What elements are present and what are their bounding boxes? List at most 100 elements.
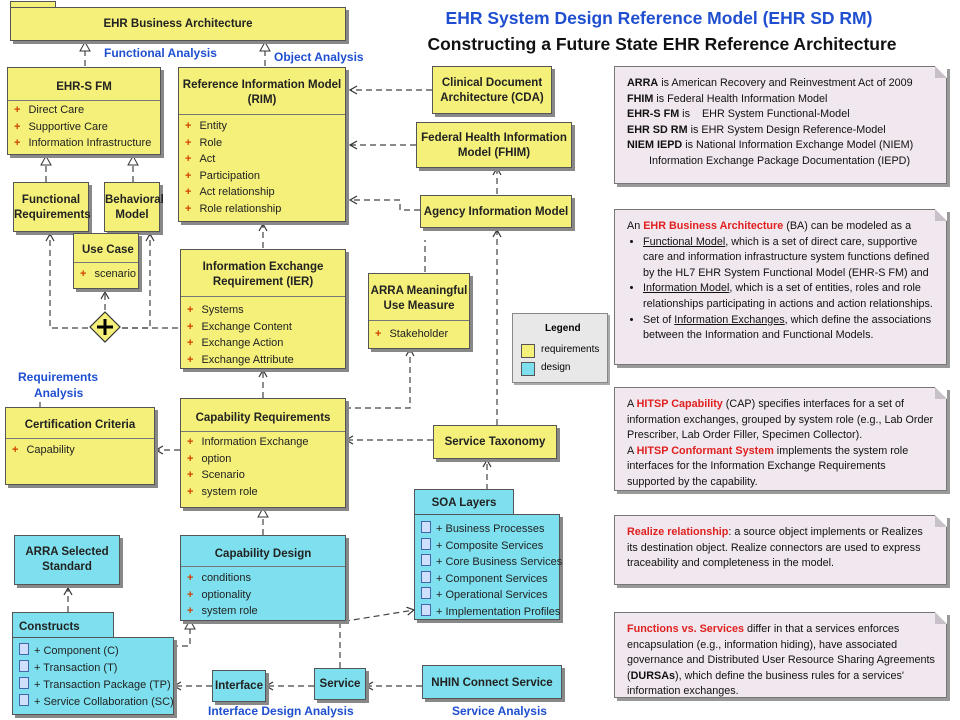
- attribute: Direct Care: [28, 104, 85, 116]
- ier-box[interactable]: Information Exchange Requirement (IER) +…: [180, 249, 346, 369]
- attribute-list: +Information Exchange +option +Scenario …: [187, 436, 309, 498]
- note-text: ), which define the business rules for a…: [627, 669, 904, 698]
- attribute: system role: [201, 485, 258, 498]
- use-case-box[interactable]: Use Case +scenario: [73, 233, 139, 289]
- acronym-term: EHR SD RM: [627, 123, 688, 136]
- attribute: system role: [201, 605, 258, 617]
- certification-criteria-box[interactable]: Certification Criteria +Capability: [5, 407, 155, 485]
- divider: [369, 320, 469, 321]
- divider: [6, 438, 154, 439]
- box-title: NHIN Connect Service: [431, 677, 553, 689]
- constructs-package-tab: Constructs: [12, 612, 114, 638]
- service-taxonomy-box[interactable]: Service Taxonomy: [433, 425, 557, 459]
- box-title: Information Exchange: [202, 261, 324, 273]
- note-bullets: Functional Model, which is a set of dire…: [627, 235, 936, 344]
- functional-requirements-box[interactable]: Functional Requirements: [13, 182, 91, 232]
- note-highlight: HITSP Conformant System: [636, 444, 774, 457]
- soa-item: + Composite Services: [436, 539, 544, 552]
- note-text: A: [627, 398, 637, 410]
- service-icon: [421, 587, 431, 599]
- arra-meaningful-use-box[interactable]: ARRA Meaningful Use Measure +Stakeholder: [368, 273, 470, 349]
- note-text: , which is a set of direct care, support…: [643, 235, 930, 279]
- interface-box[interactable]: Interface: [212, 670, 266, 702]
- edge-label-service-analysis: Service Analysis: [452, 704, 547, 718]
- attribute: conditions: [201, 572, 251, 584]
- diagram-subtitle: Constructing a Future State EHR Referenc…: [427, 34, 897, 54]
- construct-icon: [19, 643, 29, 655]
- diagram-title: EHR System Design Reference Model (EHR S…: [445, 8, 873, 28]
- attribute: Role: [199, 136, 223, 149]
- acronym-text: is EHR System Design Reference-Model: [687, 123, 886, 136]
- constructs-box[interactable]: + Component (C) + Transaction (T) + Tran…: [12, 637, 174, 715]
- note-bold: DURSAs: [630, 669, 676, 682]
- edge-label-interface-design-analysis: Interface Design Analysis: [208, 704, 354, 718]
- rim-box[interactable]: Reference Information Model (RIM) +Entit…: [178, 67, 346, 222]
- box-title: Clinical Document: [441, 77, 543, 89]
- legend: Legend requirements design: [512, 313, 608, 383]
- note-underline: Information Model: [643, 282, 730, 295]
- soa-package-tab: SOA Layers: [414, 489, 514, 515]
- box-title: Use Measure: [383, 300, 455, 312]
- box-title: Capability Requirements: [195, 412, 331, 424]
- agency-information-model-box[interactable]: Agency Information Model: [420, 195, 572, 228]
- box-title: Model (FHIM): [457, 147, 531, 159]
- note-fold: [935, 387, 947, 399]
- soa-layers-box[interactable]: + Business Processes + Composite Service…: [414, 514, 563, 620]
- fhim-box[interactable]: Federal Health Information Model (FHIM): [416, 122, 572, 168]
- box-title: Interface: [215, 680, 263, 692]
- box-title: Reference Information Model: [182, 79, 342, 91]
- attribute-list: +Systems +Exchange Content +Exchange Act…: [187, 304, 294, 366]
- box-title: Certification Criteria: [24, 419, 136, 431]
- attribute: Exchange Content: [201, 320, 292, 333]
- note-highlight: EHR Business Architecture: [643, 220, 784, 232]
- note-text: Set of: [643, 313, 675, 326]
- divider: [74, 262, 138, 263]
- legend-swatch-requirements: [521, 344, 535, 358]
- service-icon: [421, 554, 431, 566]
- note-fold: [935, 515, 947, 527]
- acronym-term: FHIM: [627, 92, 654, 105]
- legend-swatch-design: [521, 362, 535, 376]
- construct-item: + Transaction (T): [34, 662, 118, 674]
- soa-item: + Core Business Services: [436, 556, 563, 568]
- ehr-business-architecture-box[interactable]: EHR Business Architecture: [10, 7, 346, 41]
- note-text: : a source object implements or Realizes…: [627, 526, 923, 570]
- attribute: Exchange Action: [201, 337, 284, 349]
- composition-diamond-icon: [89, 311, 121, 343]
- acronym-term: NIEM IEPD: [627, 139, 683, 152]
- box-title: Standard: [42, 561, 92, 573]
- note-text: (BA) can be modeled as a: [783, 220, 912, 232]
- box-title: Requirements: [14, 209, 91, 221]
- service-box[interactable]: Service: [314, 668, 366, 700]
- attribute: option: [201, 452, 232, 465]
- box-title: Functional: [21, 194, 81, 206]
- attribute: Participation: [199, 169, 260, 182]
- capability-requirements-box[interactable]: Capability Requirements +Information Exc…: [180, 398, 346, 508]
- attribute: scenario: [94, 268, 137, 280]
- ehr-s-fm-box[interactable]: EHR-S FM +Direct Care +Supportive Care +…: [7, 67, 161, 155]
- attribute-list: +scenario: [80, 268, 137, 280]
- nhin-connect-service-box[interactable]: NHIN Connect Service: [422, 665, 562, 699]
- attribute: Systems: [201, 304, 244, 316]
- box-title: Requirement (IER): [212, 276, 314, 288]
- construct-icon: [19, 660, 29, 672]
- note-fold: [935, 66, 947, 78]
- behavioral-model-box[interactable]: Behavioral Model: [104, 182, 164, 232]
- cda-box[interactable]: Clinical Document Architecture (CDA): [432, 66, 552, 114]
- box-title: Model: [115, 209, 149, 221]
- soa-item: + Operational Services: [436, 589, 548, 601]
- attribute-list: +conditions +optionality +system role: [187, 572, 258, 617]
- divider: [8, 100, 160, 101]
- box-title: ARRA Selected: [25, 546, 109, 558]
- capability-design-box[interactable]: Capability Design +conditions +optionali…: [180, 535, 346, 621]
- box-title: Agency Information Model: [423, 206, 569, 218]
- note-text: An: [627, 220, 644, 232]
- attribute: Scenario: [201, 469, 245, 481]
- note-fold: [935, 209, 947, 221]
- acronym-text: Information Exchange Package Documentati…: [649, 154, 911, 167]
- divider: [181, 296, 345, 297]
- acronym-text: is EHR System Functional-Model: [679, 108, 850, 121]
- arra-selected-standard-box[interactable]: ARRA Selected Standard: [14, 535, 120, 585]
- legend-label: requirements: [541, 344, 600, 355]
- service-icon: [421, 603, 431, 616]
